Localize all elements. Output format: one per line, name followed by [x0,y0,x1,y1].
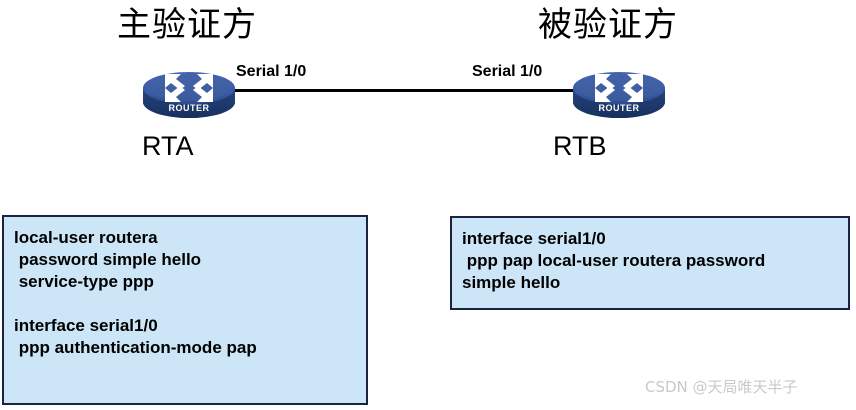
config-box-rtb: interface serial1/0 ppp pap local-user r… [450,216,850,310]
device-name-rta: RTA [142,131,194,161]
router-icon-rtb[interactable]: ROUTER [570,58,668,122]
title-authenticator: 主验证方 [117,5,257,45]
router-icon-rta[interactable]: ROUTER [140,58,238,122]
config-line: ppp authentication-mode pap [14,338,257,357]
config-line: ppp pap local-user routera password [462,251,766,270]
config-line: local-user routera [14,228,158,247]
config-line: service-type ppp [14,272,154,291]
config-line: interface serial1/0 [462,229,606,248]
router-icon: ROUTER [573,72,665,118]
router-base-label: ROUTER [599,103,640,113]
interface-label-left: Serial 1/0 [236,63,307,80]
interface-label-right: Serial 1/0 [472,63,543,80]
csdn-watermark: CSDN @天局唯天半子 [645,378,798,396]
config-line-blank [14,293,366,315]
config-line: password simple hello [14,250,202,269]
config-box-rta: local-user routera password simple hello… [2,215,368,405]
title-authenticatee: 被验证方 [538,5,678,45]
config-line: simple hello [462,273,561,292]
router-base-label: ROUTER [169,103,210,113]
serial-link-line [228,89,578,92]
config-line: interface serial1/0 [14,316,158,335]
router-icon: ROUTER [143,72,235,118]
device-name-rtb: RTB [553,131,607,161]
